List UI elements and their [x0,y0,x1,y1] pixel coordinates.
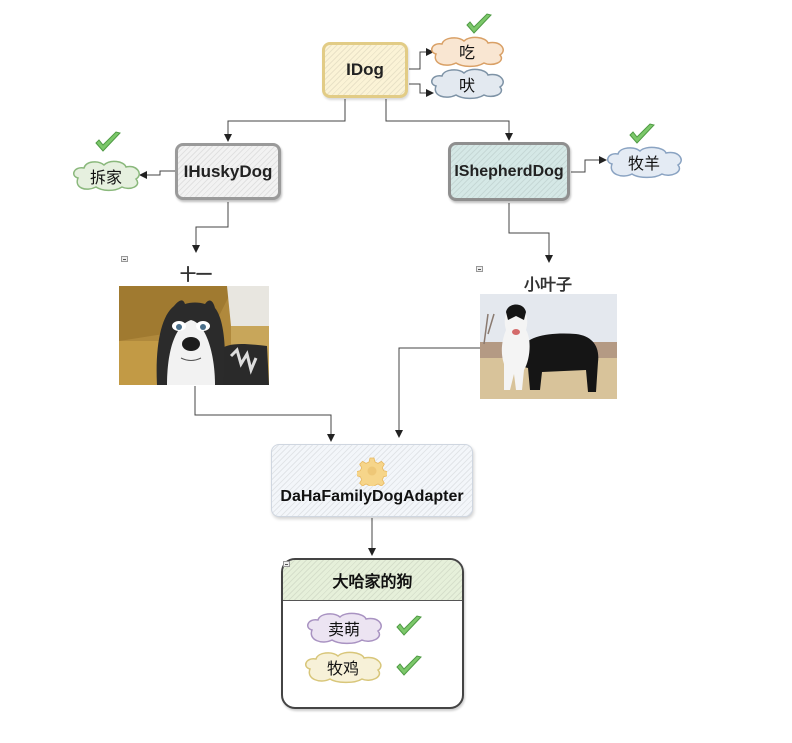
idog-node[interactable]: IDog [322,42,408,98]
ability-cloud-bark[interactable]: 吠 [428,68,506,100]
ability-cloud-eat[interactable]: 吃 [428,36,506,68]
check-icon [466,13,492,34]
ishepherddog-label: IShepherdDog [454,162,564,180]
connector-idog-to-shepherd [385,99,513,141]
connector-shepherd-photo-to-adapter [395,347,480,438]
husky-instance-name: 十一 [180,267,213,284]
cloud-shape-icon [431,36,504,68]
connector-husky-to-demolish [139,170,175,179]
husky-photo [119,286,269,385]
cloud-shape-icon [307,612,382,645]
husky-photo-image [119,286,269,385]
cloud-shape-icon [431,68,504,100]
connector-husky-to-instance [192,202,229,253]
check-icon [396,615,422,636]
connector-idog-to-husky [224,99,346,142]
ability-cloud-herd-sheep[interactable]: 牧羊 [604,146,684,179]
ability-cloud-demolish[interactable]: 拆家 [70,160,142,192]
connector-husky-photo-to-adapter [194,386,335,442]
check-icon [95,131,121,152]
ability-label-eat: 吃 [458,45,475,62]
ability-cloud-herd-chicken[interactable]: 牧鸡 [302,651,384,684]
connector-shepherd-to-instance [508,203,553,263]
collapse-toggle[interactable] [121,256,128,262]
ability-cloud-cute[interactable]: 卖萌 [304,612,384,645]
gear-icon [357,457,387,486]
check-icon [396,655,422,676]
cloud-shape-icon [607,146,682,179]
shepherd-instance-name: 小叶子 [524,277,573,294]
collapse-toggle[interactable] [283,561,290,567]
idog-label: IDog [346,60,384,79]
border-collie-photo [480,294,617,399]
cloud-shape-icon [305,651,382,684]
result-title: 大哈家的狗 [332,574,413,591]
cloud-shape-icon [73,160,140,192]
ability-label-herd-sheep: 牧羊 [627,156,660,173]
ability-label-cute: 卖萌 [327,622,360,639]
ihuskydog-label: IHuskyDog [183,161,273,181]
adapter-label: DaHaFamilyDogAdapter [280,487,464,505]
ishepherddog-node[interactable]: IShepherdDog [448,142,570,201]
ability-label-bark: 吠 [458,77,475,95]
ihuskydog-node[interactable]: IHuskyDog [175,143,281,200]
ability-label-demolish: 拆家 [89,169,122,187]
check-icon [629,123,655,144]
collapse-toggle[interactable] [476,266,483,272]
result-header: 大哈家的狗 [283,560,462,601]
ability-label-herd-chicken: 牧鸡 [326,661,359,678]
border-collie-photo-image [480,294,617,399]
adapter-node[interactable]: DaHaFamilyDogAdapter [271,444,473,517]
connector-shepherd-to-herd [571,156,607,173]
